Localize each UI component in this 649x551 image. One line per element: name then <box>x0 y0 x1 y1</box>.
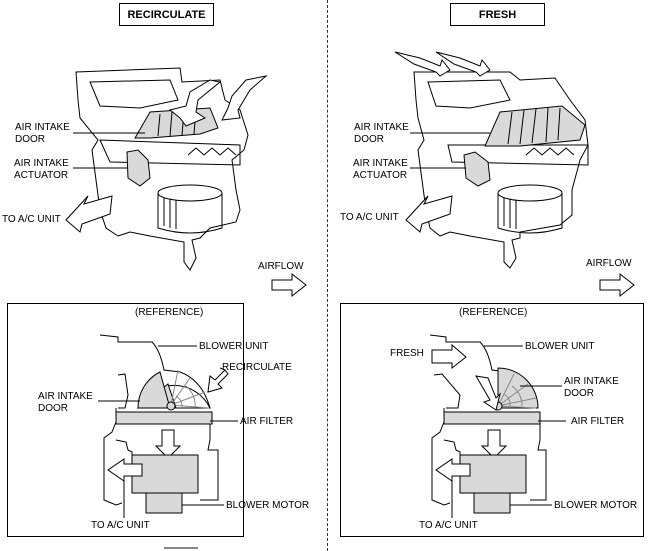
ref-air-filter <box>115 411 213 425</box>
recirc-arrow-2 <box>221 75 268 121</box>
ref-intake-arrow <box>475 375 501 411</box>
label-air-intake-door: AIR INTAKE DOOR <box>15 122 70 145</box>
fresh-arrow-2 <box>435 51 491 77</box>
ref-title: (REFERENCE) <box>135 307 204 318</box>
blower-unit-illustration <box>65 67 307 298</box>
fresh-arrow-1 <box>394 51 451 77</box>
ref-fresh-arrow <box>431 343 467 370</box>
mode-title: RECIRCULATE <box>119 3 214 26</box>
ref-title: (REFERENCE) <box>459 307 528 318</box>
ref-label-recirculate: RECIRCULATE <box>222 362 292 373</box>
ref-down-arrow <box>480 429 508 459</box>
label-air-intake-actuator: AIR INTAKE ACTUATOR <box>14 158 69 181</box>
ref-to-ac-arrow <box>107 458 143 482</box>
ref-air-filter <box>443 411 541 425</box>
airflow-arrow-icon <box>271 272 307 298</box>
ref-label-to-ac-unit: TO A/C UNIT <box>91 520 150 531</box>
ref-label-fresh: FRESH <box>390 348 424 359</box>
air-intake-actuator-part <box>126 149 151 187</box>
label-to-ac-unit: TO A/C UNIT <box>340 212 399 223</box>
to-ac-arrow <box>405 195 453 233</box>
ref-blower-motor <box>145 492 183 514</box>
ref-label-blower-unit: BLOWER UNIT <box>525 341 595 352</box>
to-ac-arrow <box>65 195 113 233</box>
label-air-intake-door: AIR INTAKE DOOR <box>354 122 409 145</box>
label-airflow: AIRFLOW <box>258 261 304 272</box>
air-intake-actuator-part <box>463 151 491 187</box>
ref-label-air-intake-door: AIR INTAKE DOOR <box>564 376 619 399</box>
mode-title: FRESH <box>450 3 545 26</box>
panel-divider <box>327 0 328 551</box>
ref-label-blower-unit: BLOWER UNIT <box>199 341 269 352</box>
ref-label-air-intake-door: AIR INTAKE DOOR <box>38 391 93 414</box>
ref-down-arrow <box>154 429 182 459</box>
ref-recirculate-arrow <box>207 369 229 393</box>
ref-blower-motor <box>473 492 511 514</box>
recirc-arrow-1 <box>168 79 222 127</box>
airflow-arrow-icon <box>599 272 635 298</box>
blower-unit-illustration <box>394 51 635 298</box>
scale-mark <box>164 547 198 549</box>
ref-motor-housing <box>459 454 527 494</box>
ref-label-blower-motor: BLOWER MOTOR <box>554 500 638 511</box>
ref-motor-housing <box>131 454 199 494</box>
label-to-ac-unit: TO A/C UNIT <box>2 214 61 225</box>
ref-label-air-filter: AIR FILTER <box>240 416 294 427</box>
label-air-intake-actuator: AIR INTAKE ACTUATOR <box>353 158 408 181</box>
reference-diagram <box>98 334 238 518</box>
ref-label-air-filter: AIR FILTER <box>571 416 625 427</box>
ref-to-ac-arrow <box>435 458 471 482</box>
label-airflow: AIRFLOW <box>586 258 632 269</box>
ref-label-blower-motor: BLOWER MOTOR <box>226 500 310 511</box>
ref-label-to-ac-unit: TO A/C UNIT <box>419 520 478 531</box>
